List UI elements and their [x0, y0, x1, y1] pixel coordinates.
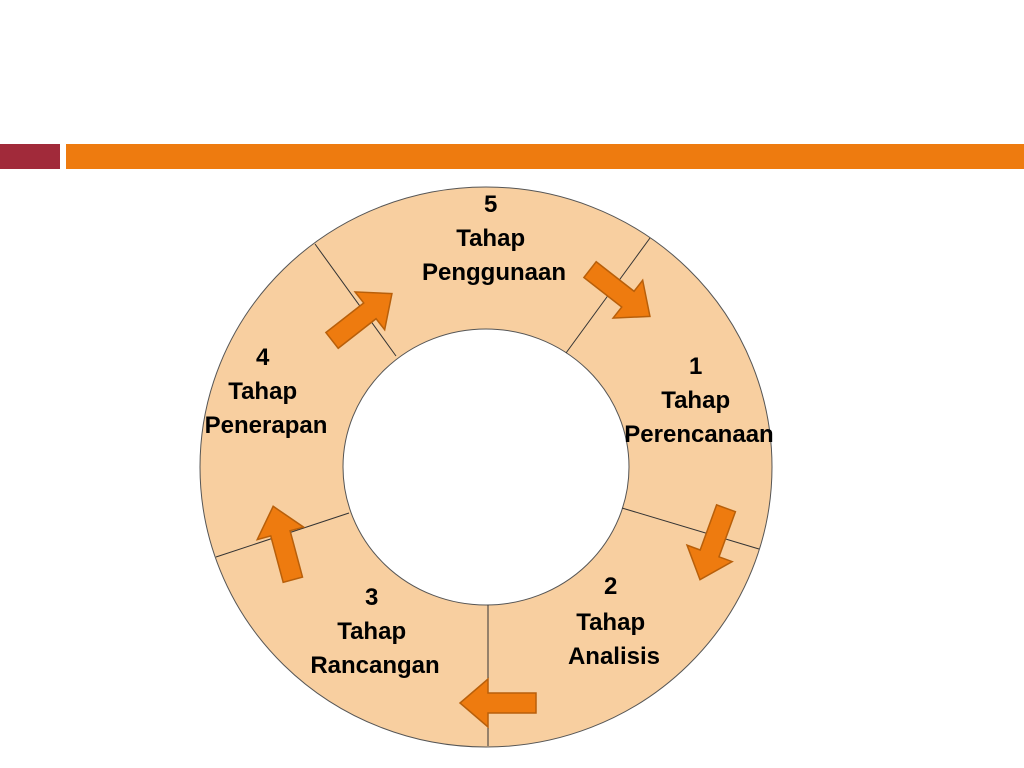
stage-word: Tahap [576, 609, 645, 636]
cycle-arrow-2-to-3 [458, 677, 537, 729]
stage-number: 5 [484, 191, 497, 218]
stage-word: Tahap [337, 618, 406, 645]
stage-word: Tahap [661, 387, 730, 414]
cycle-arrow-5-to-1 [582, 260, 651, 319]
stage-name: Penerapan [205, 412, 328, 439]
segment-divider [621, 507, 760, 550]
cycle-arrow-1-to-2 [685, 503, 737, 581]
stage-label-3: 3 Tahap Rancangan [310, 584, 439, 679]
stage-label-2: 2 Tahap Analisis [568, 573, 660, 670]
stage-name: Penggunaan [422, 259, 566, 286]
header-accent-bar [66, 144, 1024, 169]
stage-name: Analisis [568, 643, 660, 670]
cycle-arrow-4-to-5 [324, 291, 393, 350]
stage-number: 2 [604, 573, 617, 600]
stage-label-4: 4 Tahap Penerapan [205, 344, 328, 439]
stage-name: Rancangan [310, 652, 439, 679]
stage-number: 1 [689, 353, 702, 380]
stage-name: Perencanaan [624, 421, 773, 448]
stage-word: Tahap [456, 225, 525, 252]
stage-number: 3 [365, 584, 378, 611]
cycle-arrow-3-to-4 [255, 505, 306, 584]
segment-divider [314, 243, 397, 357]
stage-word: Tahap [228, 378, 297, 405]
header-accent-block [0, 144, 60, 169]
stage-label-5: 5 Tahap Penggunaan [422, 191, 566, 286]
stage-label-1: 1 Tahap Perencanaan [624, 353, 773, 448]
stage-number: 4 [256, 344, 270, 371]
